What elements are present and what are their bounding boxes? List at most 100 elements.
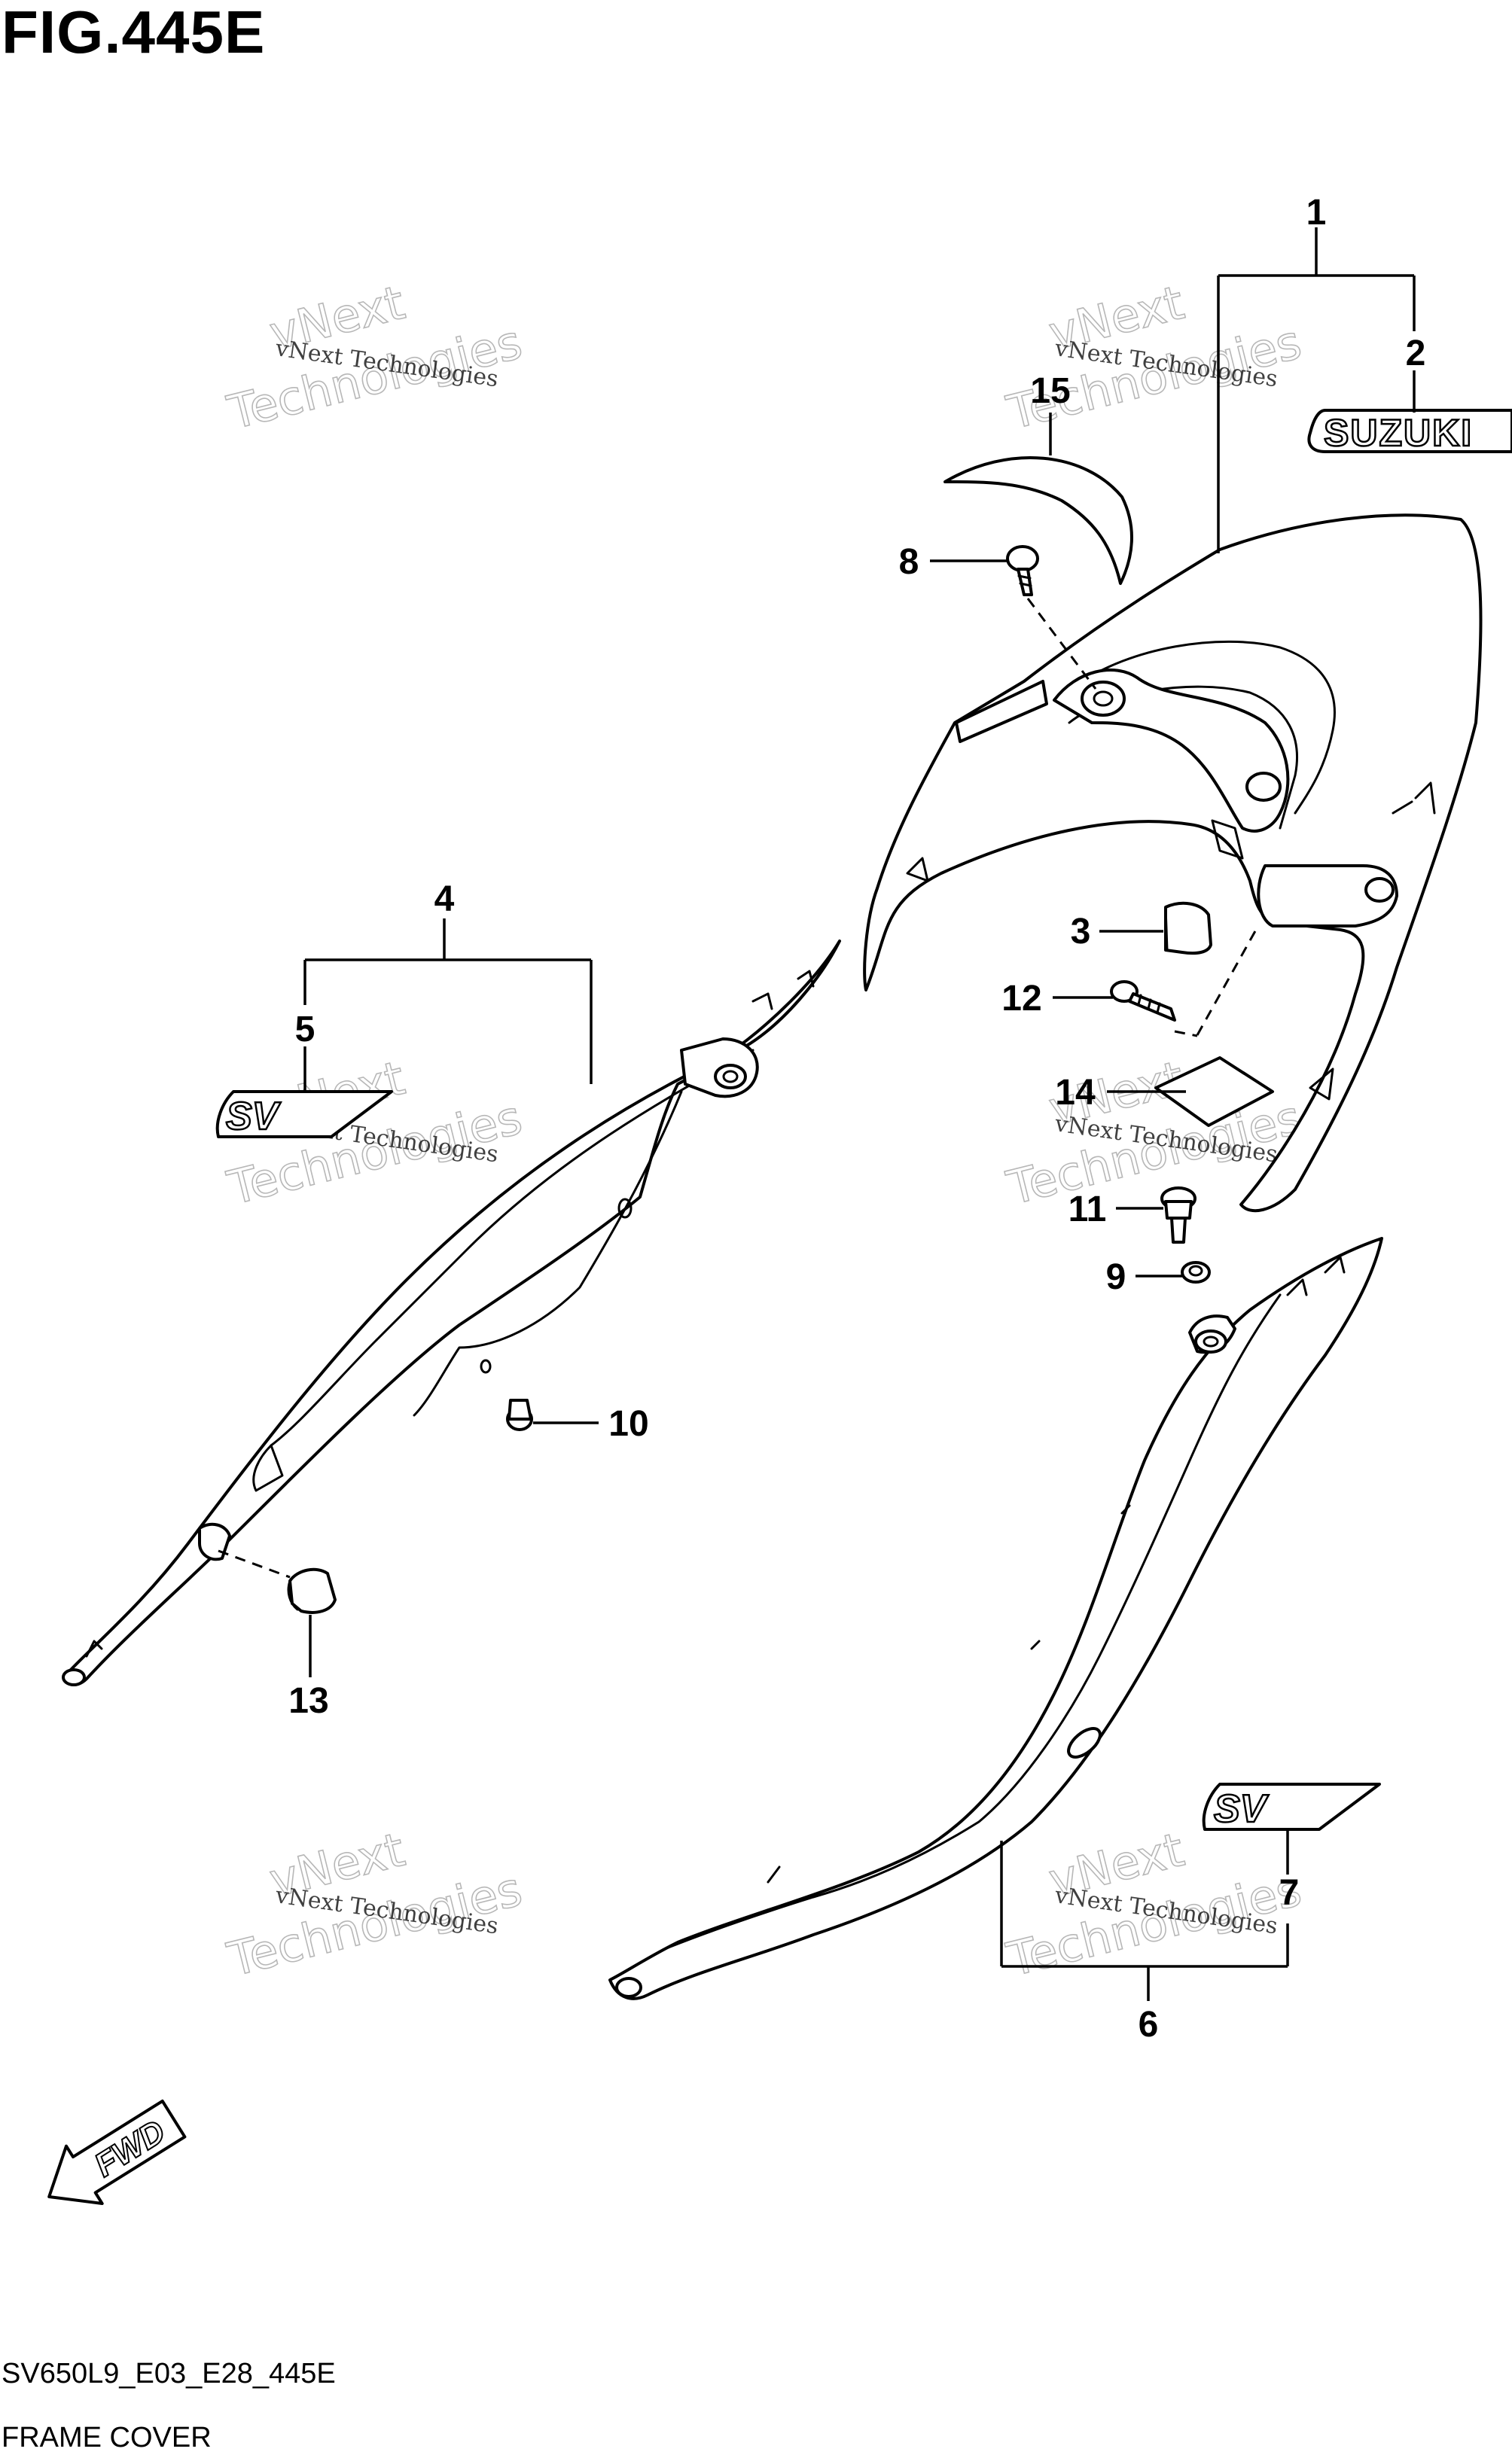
- bolt-11-flange: [1164, 1200, 1193, 1220]
- fwd-arrow: FWD: [47, 2099, 187, 2206]
- callout-3: 3: [1071, 912, 1091, 952]
- part-right-frame-cover: [608, 1237, 1383, 2000]
- left-frame-cover-crease: [413, 1090, 683, 1417]
- callout-15: 15: [1030, 371, 1070, 411]
- suzuki-emblem-plate: [1307, 409, 1512, 453]
- callout-9: 9: [1106, 1257, 1126, 1297]
- leader-dashed-8: [1026, 598, 1097, 690]
- tail-cowl-inner-edge: [1075, 640, 1336, 815]
- left-frame-cover-tab: [751, 992, 773, 1010]
- part-screw-8: [1006, 545, 1039, 596]
- suzuki-emblem-text: SUZUKI: [1324, 412, 1473, 454]
- tail-cowl-slot: [1211, 819, 1244, 860]
- cushion-3-edge: [1164, 906, 1169, 952]
- tail-cowl-slot: [1414, 781, 1436, 815]
- part-screw-12: [1110, 980, 1176, 1022]
- clip-10-shank: [508, 1399, 532, 1421]
- screw-8-thread: [1017, 574, 1032, 587]
- leader-lines: [303, 227, 1416, 2001]
- leader-dashed-12: [1174, 1030, 1198, 1037]
- figure-title: FIG.445E: [2, 0, 265, 65]
- callout-1: 1: [1306, 193, 1327, 233]
- left-frame-cover-body: [66, 940, 841, 1686]
- callout-14: 14: [1055, 1073, 1096, 1113]
- tail-cowl-slot: [1309, 1068, 1334, 1101]
- watermark-top-left: vNext Technologies vNext Technologies: [221, 274, 528, 440]
- tail-cowl-bolt-hole: [1364, 877, 1395, 903]
- model-code: SV650L9_E03_E28_445E: [2, 2358, 336, 2389]
- watermark-group: vNext Technologies vNext Technologies vN…: [221, 274, 1307, 1987]
- sv-emblem-7-text: SV: [1214, 1787, 1270, 1831]
- bolt-11-shank: [1170, 1217, 1187, 1244]
- tail-cowl-bolt-hole: [1081, 681, 1126, 717]
- right-frame-cover-body: [608, 1237, 1383, 2000]
- left-frame-cover-lower-mount: [198, 1522, 231, 1561]
- left-frame-cover-grommet: [714, 1064, 747, 1089]
- part-left-frame-cover: [62, 940, 841, 1686]
- part-rear-tail-cowl: [863, 513, 1483, 1213]
- tail-cowl-slot: [906, 857, 929, 882]
- callout-6: 6: [1139, 2005, 1159, 2045]
- left-frame-cover-tip: [62, 1668, 86, 1686]
- callout-4: 4: [434, 879, 455, 919]
- right-frame-cover-grommet: [1194, 1329, 1227, 1354]
- figure-caption: FRAME COVER: [2, 2422, 212, 2453]
- watermark-bottom-right: vNext Technologies vNext Technologies: [1001, 1821, 1307, 1987]
- tail-cowl-shell: [863, 513, 1483, 1213]
- part-suzuki-emblem-2: SUZUKI: [1307, 409, 1512, 455]
- screw-12-thread: [1137, 994, 1161, 1014]
- callout-2: 2: [1406, 334, 1426, 373]
- tail-cowl-bolt-hole: [1245, 772, 1282, 802]
- right-frame-cover-edge: [767, 1866, 781, 1884]
- sv-emblem-5-plate: [215, 1090, 393, 1138]
- part-cap-13: [287, 1567, 337, 1614]
- callout-7: 7: [1279, 1873, 1300, 1913]
- callout-10: 10: [608, 1404, 648, 1444]
- sv-emblem-7-plate: [1202, 1783, 1381, 1831]
- nut-9-body: [1181, 1261, 1211, 1284]
- cap-13-body: [288, 1567, 337, 1614]
- left-frame-cover-stud: [85, 1640, 103, 1658]
- part-sv-emblem-7: SV: [1202, 1783, 1381, 1832]
- callout-5: 5: [295, 1010, 316, 1049]
- right-frame-cover-tab: [1120, 1504, 1131, 1515]
- right-frame-cover-hole: [1067, 1727, 1102, 1759]
- leader-dashed-13: [218, 1549, 291, 1579]
- sv-emblem-5-text: SV: [226, 1095, 282, 1138]
- right-frame-cover-grommet: [1203, 1336, 1219, 1348]
- right-frame-cover-crease: [812, 1293, 1282, 1899]
- tail-cowl-right-bracket: [1257, 864, 1398, 927]
- left-frame-cover-tab: [797, 970, 815, 988]
- right-frame-cover-tab: [1286, 1278, 1308, 1296]
- screw-12-shank: [1128, 992, 1176, 1022]
- part-pad-14: [1154, 1056, 1274, 1127]
- left-frame-cover-crease: [270, 1339, 378, 1447]
- left-frame-cover-hole: [480, 1359, 492, 1374]
- part-clip-10: [506, 1399, 533, 1431]
- callout-8: 8: [899, 542, 919, 582]
- tail-cowl-slot: [1392, 800, 1413, 815]
- part-sv-emblem-5: SV: [215, 1090, 393, 1139]
- tail-cowl-fin: [955, 680, 1048, 743]
- watermark-bottom-left: vNext Technologies vNext Technologies: [221, 1821, 528, 1987]
- screw-8-head: [1006, 545, 1039, 572]
- part-nut-9: [1181, 1261, 1211, 1284]
- watermark-top-right: vNext Technologies vNext Technologies: [1001, 274, 1307, 440]
- callout-numbers: 1 2 3 4 5 6 7 8 9 10 11 12 13 14 15: [288, 193, 1425, 2045]
- right-frame-cover-crease: [661, 1896, 815, 1951]
- right-frame-cover-tip: [615, 1977, 642, 1998]
- callout-13: 13: [288, 1681, 328, 1721]
- cap-13-edge: [287, 1579, 299, 1611]
- left-frame-cover-grommet: [722, 1070, 739, 1083]
- right-frame-cover-tab: [1324, 1256, 1346, 1274]
- nut-9-hole: [1188, 1265, 1203, 1277]
- screw-8-shank: [1017, 568, 1033, 596]
- right-frame-cover-tab: [1030, 1640, 1041, 1650]
- leader-dashed-12: [1196, 929, 1257, 1036]
- callout-12: 12: [1001, 979, 1041, 1019]
- part-seat-trim-15: [943, 456, 1133, 585]
- part-cushion-3: [1164, 901, 1212, 955]
- left-frame-cover-crease: [375, 1049, 754, 1342]
- fwd-arrow-shape: [47, 2099, 187, 2206]
